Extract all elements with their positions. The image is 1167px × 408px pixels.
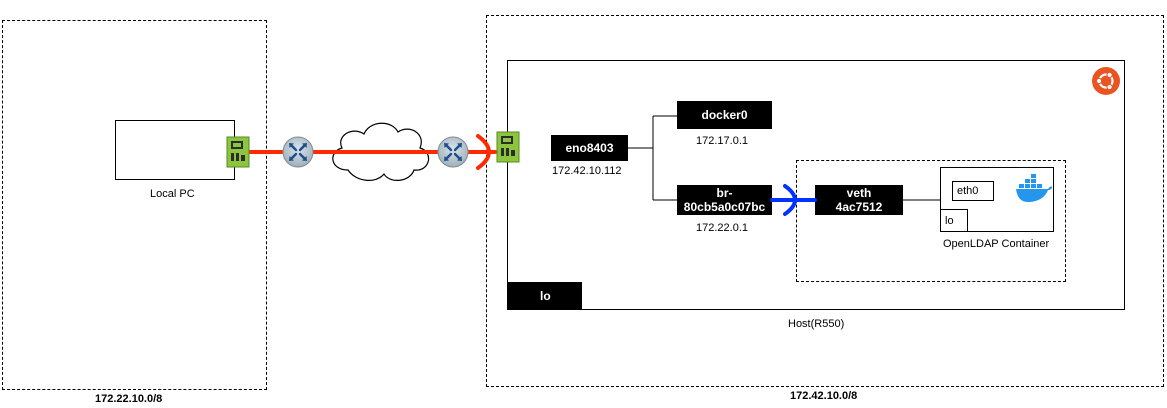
bridge-name-line2: 80cb5a0c07bc <box>683 200 766 214</box>
veth-name-line2: 4ac7512 <box>835 200 883 214</box>
router-icon[interactable] <box>437 136 469 168</box>
local-network-boundary <box>2 20 267 390</box>
docker-icon <box>1016 174 1052 202</box>
docker0-ip: 172.17.0.1 <box>696 135 748 147</box>
host-box[interactable] <box>507 60 1125 310</box>
host-lo-label: lo <box>540 289 551 303</box>
container-lo[interactable]: lo <box>940 209 968 232</box>
docker0-interface[interactable]: docker0 <box>677 101 772 129</box>
host-label: Host(R550) <box>788 318 845 330</box>
container-eth0[interactable]: eth0 <box>952 181 994 201</box>
bridge-name-line1: br- <box>716 186 733 200</box>
local-pc-label: Local PC <box>150 188 195 200</box>
router-icon[interactable] <box>282 136 314 168</box>
host-subnet-label: 172.42.10.0/8 <box>790 390 858 402</box>
ubuntu-icon <box>1092 67 1120 95</box>
bridge-ip: 172.22.0.1 <box>696 222 748 234</box>
veth-interface[interactable]: veth 4ac7512 <box>815 185 903 215</box>
host-network-boundary <box>486 15 1164 387</box>
container-label: OpenLDAP Container <box>943 238 1050 250</box>
local-pc-box[interactable] <box>115 120 235 180</box>
container-boundary <box>796 160 1066 282</box>
veth-name-line1: veth <box>846 186 872 200</box>
host-lo-interface[interactable]: lo <box>508 282 582 310</box>
eno8403-interface[interactable]: eno8403 <box>551 135 628 161</box>
eno8403-ip: 172.42.10.112 <box>552 165 622 177</box>
local-subnet-label: 172.22.10.0/8 <box>95 393 163 405</box>
nic-icon[interactable] <box>226 136 250 168</box>
nic-icon[interactable] <box>496 131 520 163</box>
bridge-interface[interactable]: br- 80cb5a0c07bc <box>677 185 772 215</box>
